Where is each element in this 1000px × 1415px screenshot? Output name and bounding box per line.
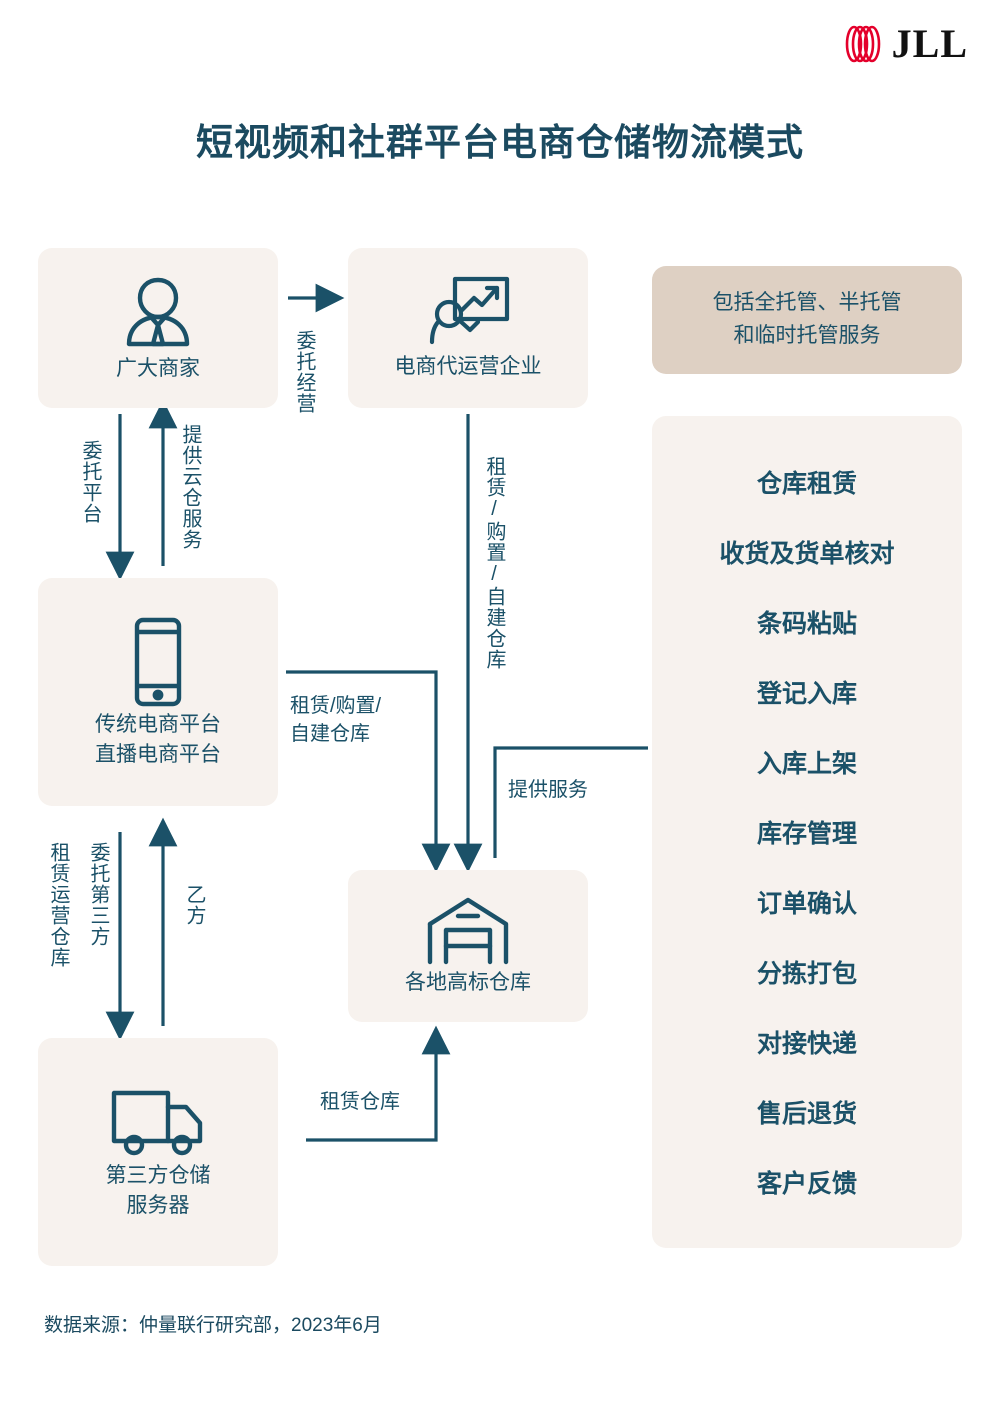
- connector-label-entrust-operation: 委托经营: [293, 330, 315, 414]
- service-item: 分拣打包: [756, 960, 857, 988]
- source-note: 数据来源：仲量联行研究部，2023年6月: [44, 1315, 382, 1336]
- node-third-party-label-1: 第三方仓储: [105, 1163, 211, 1187]
- connector-label-lease-buy-build-vertical: 租赁/购置/自建仓库: [483, 456, 505, 670]
- node-platform-label-1: 传统电商平台: [95, 712, 221, 736]
- page-title: 短视频和社群平台电商仓储物流模式: [196, 122, 804, 163]
- smartphone-icon: [134, 617, 182, 706]
- jll-logo-text: JLL: [891, 21, 968, 66]
- node-platform-label-2: 直播电商平台: [95, 743, 221, 766]
- jll-logo: JLL: [842, 22, 968, 66]
- connector-label-lease-buy-build-horizontal: 租赁/购置/ 自建仓库: [290, 695, 382, 745]
- custody-note-panel: 包括全托管、半托管 和临时托管服务: [652, 266, 962, 374]
- warehouse-icon: [427, 897, 509, 964]
- custody-note-line-1: 包括全托管、半托管: [712, 291, 902, 315]
- businessperson-icon: [126, 277, 190, 346]
- node-platform[interactable]: 传统电商平台 直播电商平台: [38, 578, 278, 806]
- node-merchants-label: 广大商家: [116, 356, 200, 380]
- custody-note-line-2: 和临时托管服务: [733, 324, 881, 347]
- service-item: 入库上架: [756, 750, 857, 778]
- service-item: 库存管理: [756, 820, 857, 848]
- service-item: 订单确认: [756, 890, 857, 918]
- service-item: 对接快递: [756, 1030, 857, 1058]
- node-warehouse[interactable]: 各地高标仓库: [348, 870, 588, 1022]
- service-item: 条码粘贴: [756, 610, 857, 638]
- service-item: 仓库租赁: [756, 470, 857, 498]
- connector-label-provide-service: 提供服务: [508, 779, 588, 801]
- service-item: 售后退货: [756, 1100, 857, 1128]
- connector-label-entrust-third-party: 委托第三方: [87, 842, 109, 947]
- custody-note-text: 包括全托管、半托管 和临时托管服务: [713, 287, 902, 352]
- connector-label-party-b: 乙方: [183, 884, 205, 926]
- node-third-party-label-2: 服务器: [126, 1194, 190, 1217]
- connector-label-provide-cloud-warehouse: 提供云仓服务: [179, 424, 201, 550]
- service-item: 客户反馈: [756, 1170, 857, 1198]
- person-chart-icon: [429, 276, 510, 344]
- services-panel: 仓库租赁 收货及货单核对 条码粘贴 登记入库 入库上架 库存管理 订单确认 分拣…: [652, 416, 962, 1248]
- node-merchants[interactable]: 广大商家: [38, 248, 278, 408]
- connector-label-lease-warehouse: 租赁仓库: [320, 1091, 400, 1113]
- service-item: 登记入库: [756, 680, 857, 708]
- node-agency-label: 电商代运营企业: [394, 354, 542, 378]
- connector-label-entrust-platform: 委托平台: [79, 440, 101, 524]
- node-agency[interactable]: 电商代运营企业: [348, 248, 588, 408]
- truck-icon: [111, 1090, 203, 1155]
- service-item: 收货及货单核对: [719, 540, 895, 568]
- node-third-party[interactable]: 第三方仓储 服务器: [38, 1038, 278, 1266]
- node-warehouse-label: 各地高标仓库: [405, 970, 531, 994]
- jll-logo-icon: [845, 25, 880, 63]
- connector-label-lease-operate-warehouse: 租赁运营仓库: [47, 842, 69, 968]
